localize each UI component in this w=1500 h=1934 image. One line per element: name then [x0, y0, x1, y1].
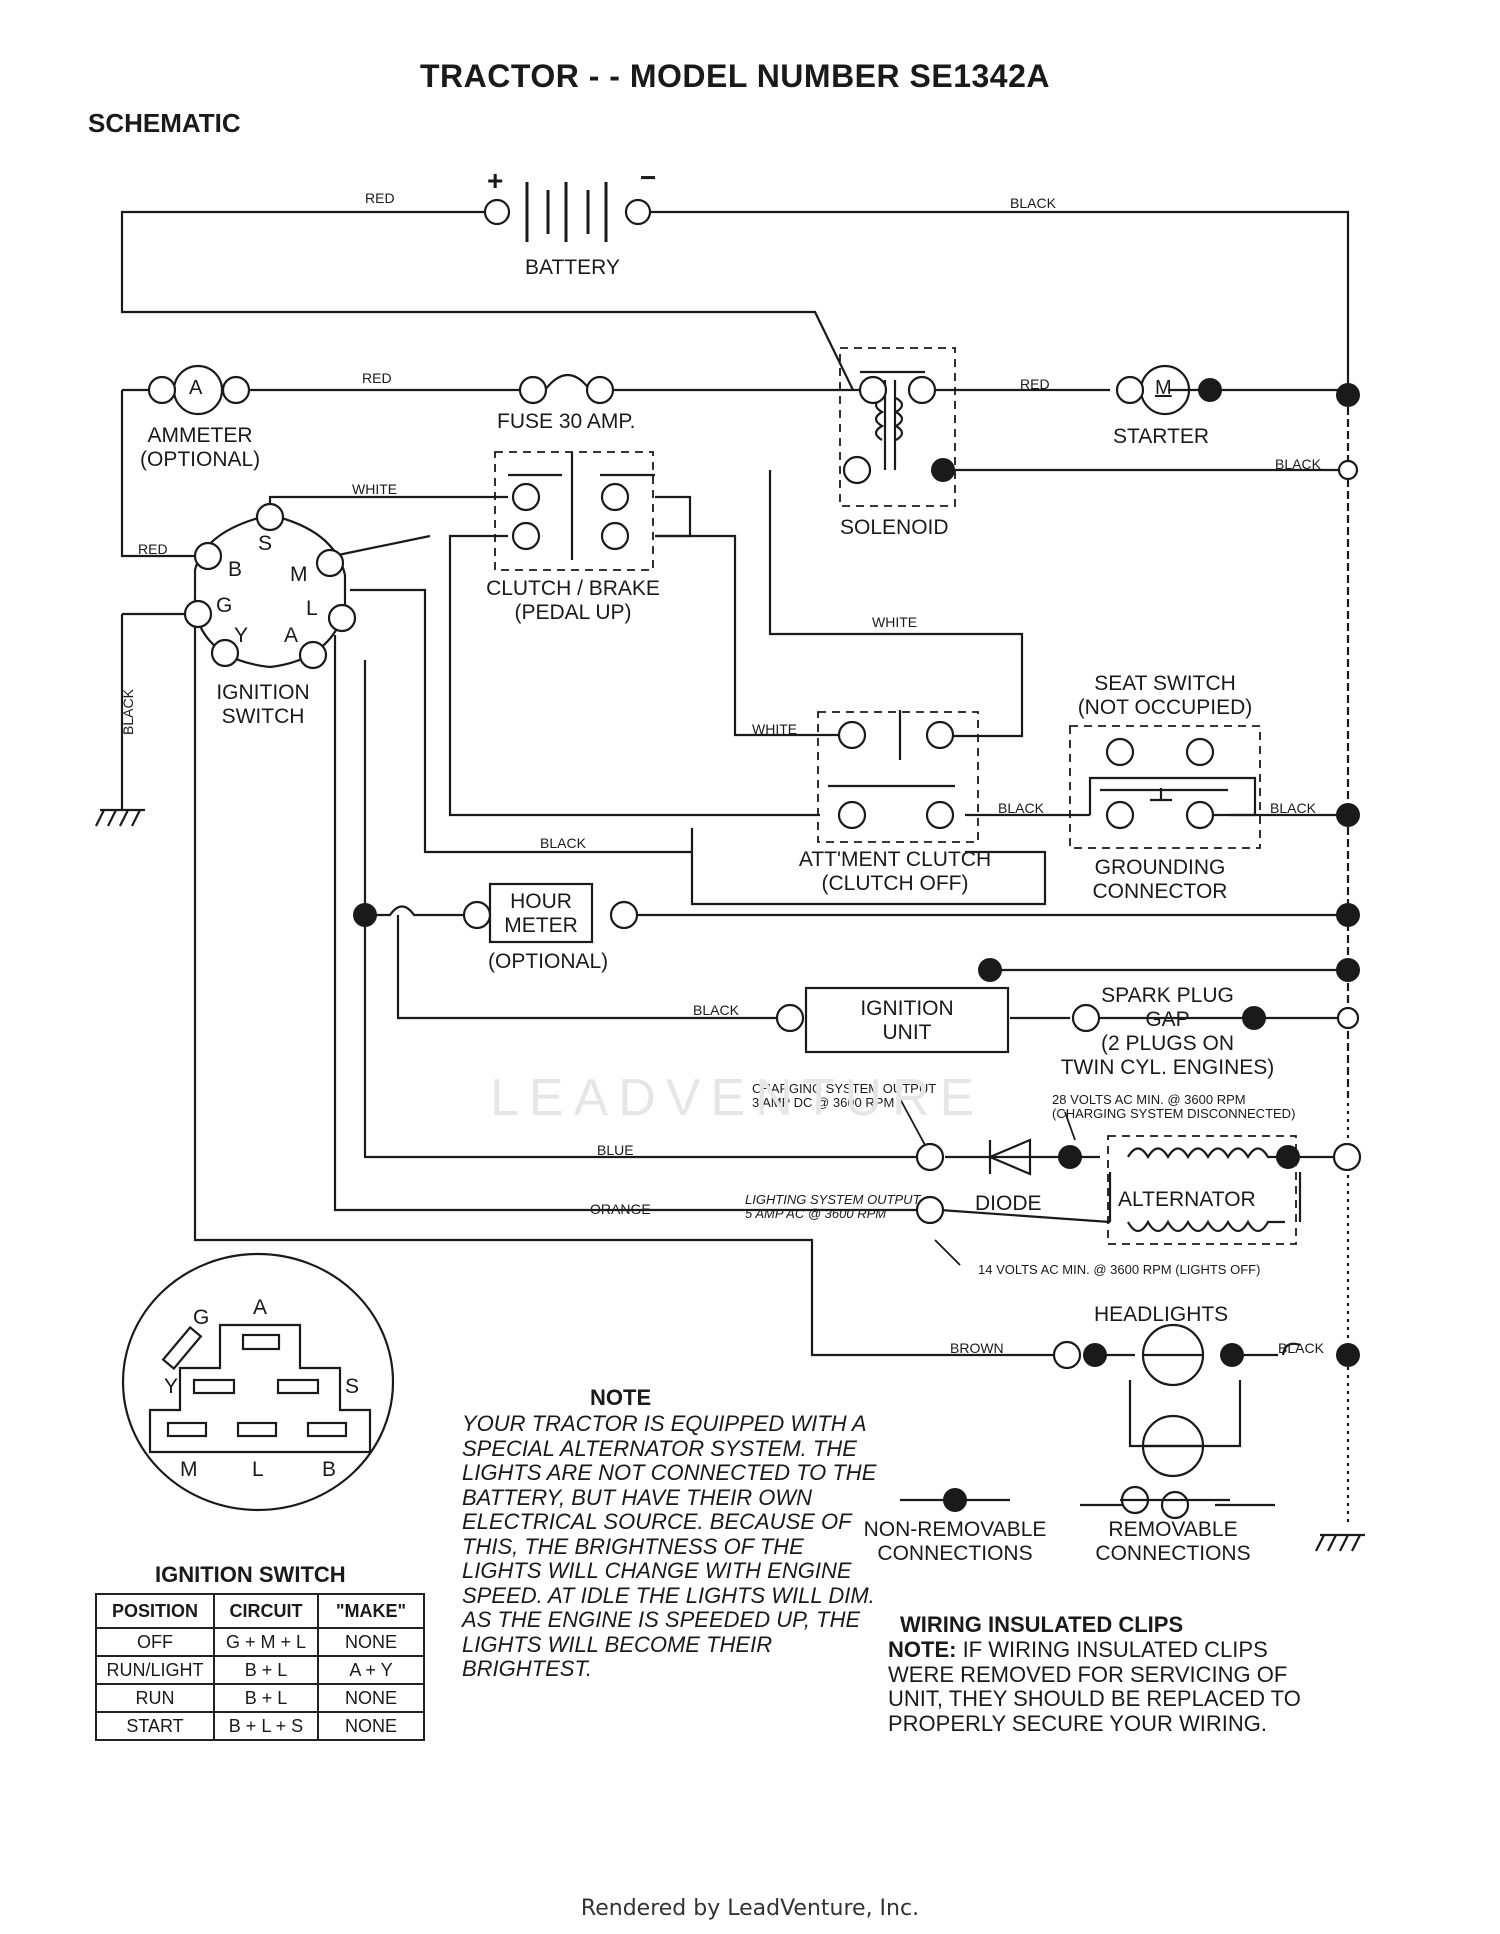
wire-label-white: WHITE [872, 614, 918, 630]
clutch-brake-label: CLUTCH / BRAKE(PEDAL UP) [486, 577, 660, 624]
battery-plus-sign: + [487, 165, 504, 196]
14-volts-note: 14 VOLTS AC MIN. @ 3600 RPM (LIGHTS OFF) [978, 1262, 1261, 1277]
table-cell: B + L + S [213, 1711, 319, 1741]
table-cell: RUN [95, 1683, 215, 1713]
table-cell: OFF [95, 1627, 215, 1657]
wire-label-black: BLACK [540, 835, 586, 851]
face-label-s: S [345, 1375, 360, 1398]
watermark: LEADVENTURE [490, 1069, 985, 1127]
face-label-m: M [180, 1458, 198, 1481]
fuse-label: FUSE 30 AMP. [497, 410, 636, 433]
starter-label: STARTER [1113, 425, 1210, 448]
face-label-a: A [253, 1296, 268, 1319]
wire-label-black: BLACK [1010, 195, 1056, 211]
table-cell: B + L [213, 1683, 319, 1713]
wire-label-black: BLACK [1275, 456, 1321, 472]
table-cell: NONE [317, 1683, 425, 1713]
clips-note-label: NOTE: [888, 1637, 957, 1662]
wire-label-black: BLACK [1278, 1340, 1324, 1356]
pin-label-b: B [228, 558, 243, 581]
wire-label-red: RED [138, 541, 168, 557]
table-cell: A + Y [317, 1655, 425, 1685]
diode-label: DIODE [975, 1192, 1042, 1215]
wire-label-black-vertical: BLACK [120, 689, 136, 735]
starter-symbol: M [1155, 377, 1172, 399]
wire-label-black: BLACK [693, 1002, 739, 1018]
note-title: NOTE [590, 1385, 652, 1410]
table-cell: NONE [317, 1711, 425, 1741]
battery-minus-sign: − [640, 162, 657, 193]
attachment-clutch-label: ATT'MENT CLUTCH(CLUTCH OFF) [798, 848, 992, 895]
clips-body: NOTE: IF WIRING INSULATED CLIPS WERE REM… [888, 1637, 1328, 1736]
wire-label-brown: BROWN [950, 1340, 1004, 1356]
alternator-label: ALTERNATOR [1118, 1188, 1256, 1211]
table-row: OFF G + M + L NONE [95, 1627, 425, 1657]
wire-label-red: RED [365, 190, 395, 206]
table-row: RUN/LIGHT B + L A + Y [95, 1655, 425, 1685]
seat-switch-label: SEAT SWITCH(NOT OCCUPIED) [1077, 672, 1253, 719]
face-label-l: L [252, 1458, 264, 1481]
pin-label-y: Y [234, 624, 249, 647]
ignition-switch-table: POSITION CIRCUIT "MAKE" OFF G + M + L NO… [95, 1593, 425, 1741]
table-row: START B + L + S NONE [95, 1711, 425, 1741]
table-header: CIRCUIT [213, 1593, 319, 1629]
ammeter-label: AMMETER(OPTIONAL) [140, 424, 261, 471]
wire-label-red: RED [362, 370, 392, 386]
wire-label-white: WHITE [352, 481, 398, 497]
hour-meter-optional: (OPTIONAL) [488, 950, 609, 973]
table-cell: START [95, 1711, 215, 1741]
pin-label-a: A [284, 624, 299, 647]
clips-note-text: IF WIRING INSULATED CLIPS WERE REMOVED F… [888, 1637, 1301, 1736]
ignition-table-title: IGNITION SWITCH [155, 1562, 346, 1587]
clips-title: WIRING INSULATED CLIPS [900, 1612, 1184, 1637]
table-cell: NONE [317, 1627, 425, 1657]
pin-label-g: G [216, 594, 233, 617]
headlights-label: HEADLIGHTS [1094, 1303, 1229, 1326]
face-label-b: B [322, 1458, 337, 1481]
wire-label-white: WHITE [752, 721, 798, 737]
section-subtitle: SCHEMATIC [88, 108, 241, 138]
table-header: POSITION [95, 1593, 215, 1629]
pin-label-m: M [290, 563, 308, 586]
solenoid-label: SOLENOID [840, 516, 949, 539]
table-row: RUN B + L NONE [95, 1683, 425, 1713]
wire-label-red: RED [1020, 376, 1050, 392]
wire-label-blue: BLUE [597, 1142, 634, 1158]
table-header: "MAKE" [317, 1593, 425, 1629]
pin-label-s: S [258, 532, 273, 555]
ammeter-symbol: A [189, 377, 203, 399]
footer-credit: Rendered by LeadVenture, Inc. [580, 1896, 920, 1921]
face-label-g: G [193, 1306, 210, 1329]
wire-label-black: BLACK [1270, 800, 1316, 816]
wire-label-black: BLACK [998, 800, 1044, 816]
note-body: YOUR TRACTOR IS EQUIPPED WITH A SPECIAL … [462, 1411, 877, 1681]
table-cell: RUN/LIGHT [95, 1655, 215, 1685]
table-cell: B + L [213, 1655, 319, 1685]
wire-label-orange: ORANGE [590, 1201, 651, 1217]
page-title: TRACTOR - - MODEL NUMBER SE1342A [420, 58, 1050, 94]
28-volts-note: 28 VOLTS AC MIN. @ 3600 RPM(CHARGING SYS… [1052, 1092, 1296, 1121]
battery-label: BATTERY [525, 256, 620, 279]
pin-label-l: L [306, 597, 318, 620]
face-label-y: Y [164, 1375, 179, 1398]
table-cell: G + M + L [213, 1627, 319, 1657]
